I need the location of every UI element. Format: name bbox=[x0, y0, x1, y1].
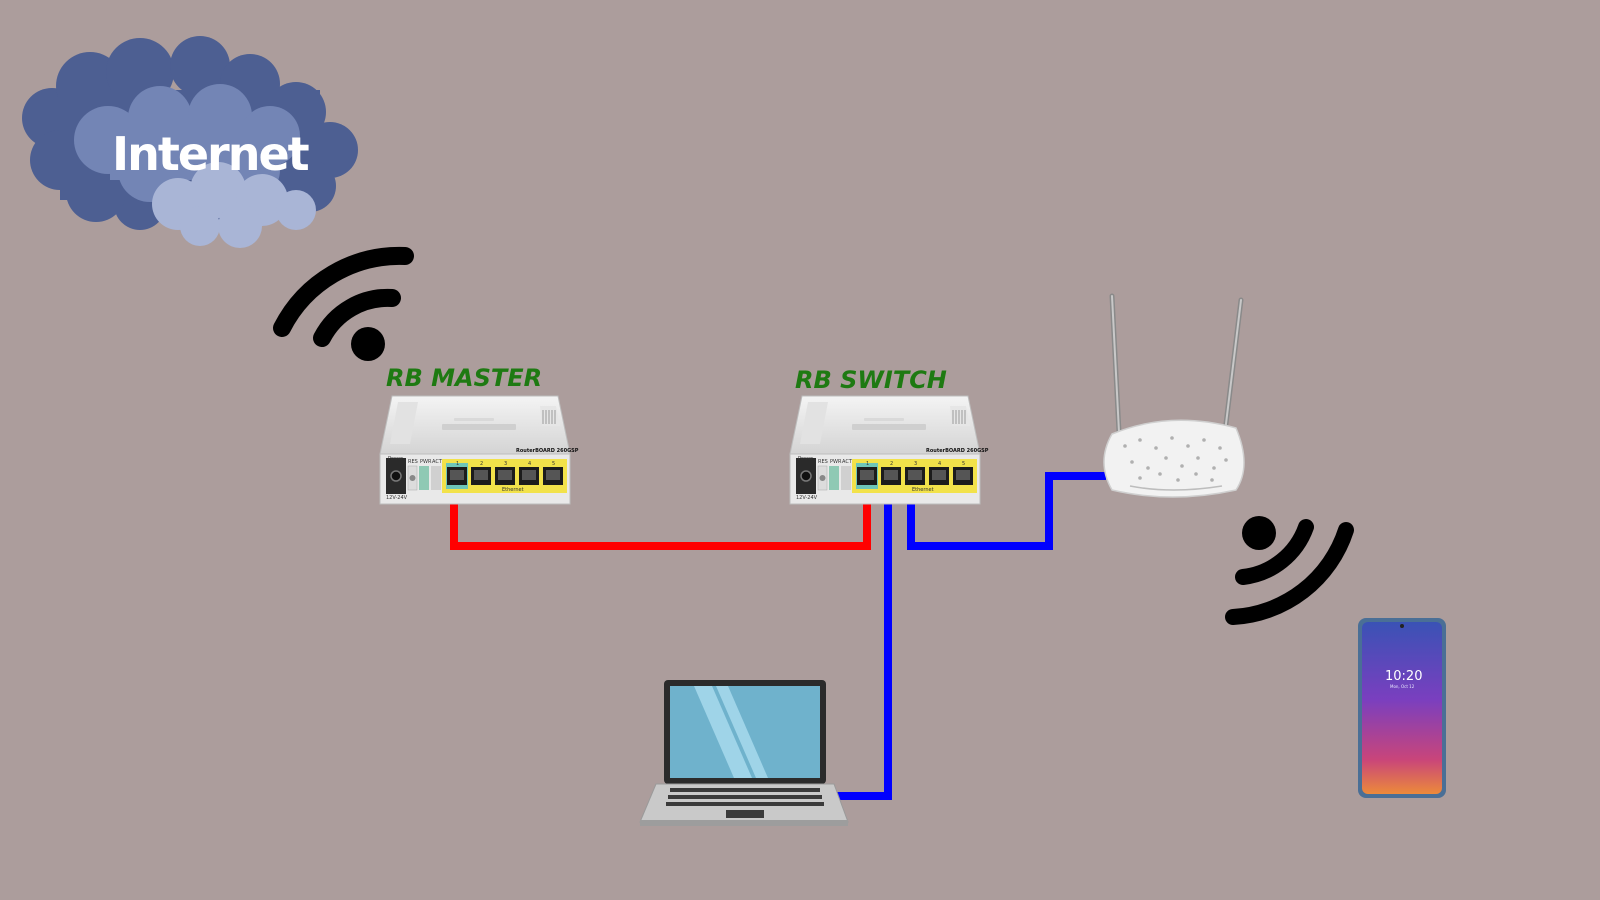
model-label: RouterBOARD 260GSP bbox=[926, 448, 989, 454]
port-number: 5 bbox=[552, 461, 555, 467]
port-number: 3 bbox=[504, 461, 507, 467]
ethernet-cable-switch-to-laptop bbox=[834, 480, 892, 800]
smartphone-icon[interactable]: 10:20 Mon, Oct 12 bbox=[1358, 618, 1446, 798]
ethernet-cable-master-to-switch bbox=[450, 478, 871, 550]
internet-label: Internet bbox=[112, 127, 309, 181]
led-label: ACT bbox=[842, 459, 853, 465]
router-label: RB MASTER bbox=[386, 364, 542, 392]
ethernet-cable-switch-to-access-point bbox=[907, 472, 1106, 550]
wireless-access-point-icon[interactable] bbox=[1103, 293, 1245, 498]
wifi-signal-icon bbox=[273, 246, 414, 361]
poe-label: Ethernet bbox=[502, 487, 524, 493]
poe-label: Ethernet bbox=[912, 487, 934, 493]
port-number: 2 bbox=[890, 461, 893, 467]
port-number: 1 bbox=[866, 461, 869, 467]
port-number: 3 bbox=[914, 461, 917, 467]
router-icon: Power 12V-24V RES PWR ACT RouterBOARD 26… bbox=[789, 395, 989, 505]
power-rating: 12V-24V bbox=[386, 495, 408, 501]
phone-time: 10:20 bbox=[1385, 669, 1422, 684]
router-icon: Power 12V-24V RES PWR ACT RouterBOARD 26… bbox=[379, 395, 579, 505]
wifi-signal-icon bbox=[1225, 516, 1354, 625]
led-label: PWR bbox=[420, 459, 432, 465]
power-rating: 12V-24V bbox=[796, 495, 818, 501]
phone-date: Mon, Oct 12 bbox=[1390, 684, 1415, 689]
port-number: 4 bbox=[528, 461, 531, 467]
model-label: RouterBOARD 260GSP bbox=[516, 448, 579, 454]
port-number: 5 bbox=[962, 461, 965, 467]
port-number: 2 bbox=[480, 461, 483, 467]
router-rb-master[interactable]: RB MASTER Power 12V-24V RES PWR ACT Rout… bbox=[379, 364, 579, 505]
power-label: Power bbox=[798, 456, 814, 462]
port-number: 1 bbox=[456, 461, 459, 467]
router-rb-switch[interactable]: RB SWITCH Power 12V-24V RES PWR ACT Rout… bbox=[789, 366, 989, 505]
led-label: RES bbox=[408, 459, 418, 465]
laptop-icon[interactable] bbox=[639, 680, 849, 826]
led-label: RES bbox=[818, 459, 828, 465]
led-label: ACT bbox=[432, 459, 443, 465]
power-label: Power bbox=[388, 456, 404, 462]
router-label: RB SWITCH bbox=[795, 366, 947, 394]
led-label: PWR bbox=[830, 459, 842, 465]
port-number: 4 bbox=[938, 461, 941, 467]
internet-cloud-icon: Internet bbox=[22, 36, 358, 248]
